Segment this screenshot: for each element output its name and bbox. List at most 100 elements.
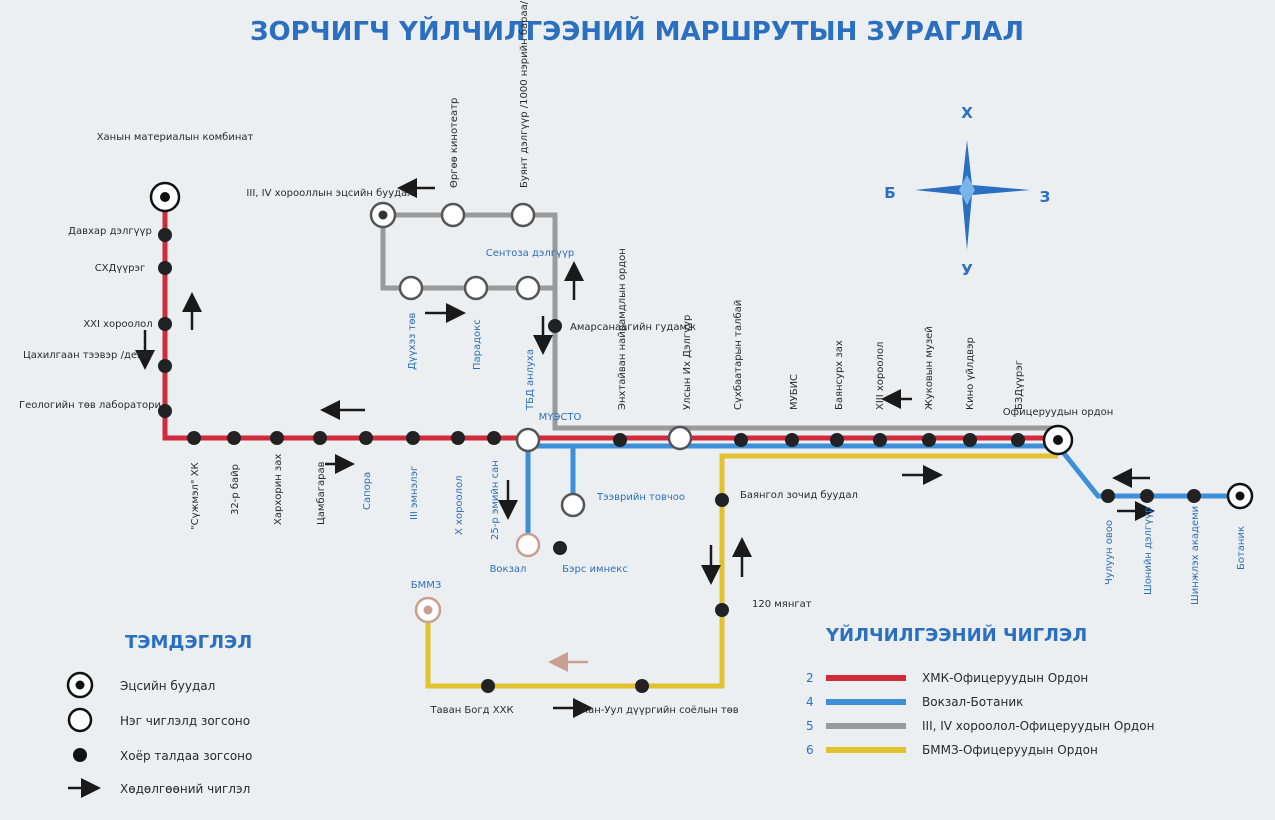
label-sukhbaatar: Сүхбаатарын талбай [733, 300, 744, 410]
compass-south: У [961, 261, 973, 279]
route-5-loop-top [383, 212, 558, 288]
legend-title: ТЭМДЭГЛЭЛ [125, 632, 252, 653]
service-label: ХМК-Офицеруудын Ордон [922, 671, 1088, 685]
label-tbd: ТБД анлуха [525, 349, 536, 411]
label-suzhmel: "Сүжмэл" ХК [190, 462, 201, 530]
label-sapora: Сапора [362, 472, 373, 510]
label-paradox: Парадокс [472, 319, 483, 370]
label-sentoza: Сентоза дэлгүүр [486, 248, 574, 259]
stop-vokzal [515, 532, 541, 558]
stop-khan-uul [635, 679, 649, 693]
service-label: БММЗ-Офицеруудын Ордон [922, 743, 1098, 757]
label-ofitser: Офицеруудын ордон [1003, 407, 1114, 418]
stop-shonyn [1140, 489, 1154, 503]
label-iii-iv: III, IV хорооллын эцсийн буудал [246, 188, 413, 199]
service-number: 2 [806, 671, 814, 685]
stop-tsambagarav [313, 431, 327, 445]
stop-teevriin [560, 492, 586, 518]
route-6-line [425, 453, 1058, 689]
stop-paradox [463, 275, 489, 301]
label-bmmz: БММЗ [411, 580, 442, 591]
compass-north: Х [961, 104, 973, 122]
stop-urgoo [440, 202, 466, 228]
label-amarsanaa: Амарсанаагийн гудамж [570, 322, 696, 333]
route-lines [162, 197, 1240, 689]
label-chuluun: Чулуун овоо [1104, 520, 1115, 585]
stop-bayasgalan [830, 433, 844, 447]
label-xiii: XIII хороолол [875, 342, 886, 410]
stop-geolog [158, 404, 172, 418]
label-iii-emneleg: III эмнэлэг [409, 466, 420, 520]
stop-iii-emneleg [406, 431, 420, 445]
label-kharkhorin: Хархорин зах [273, 454, 284, 525]
label-kino: Кино үйлдвэр [965, 337, 976, 410]
label-khan-uul: Хан-Уул дүүргийн соёлын төв [581, 705, 738, 716]
label-bayangol: Баянгол зочид буудал [740, 490, 858, 501]
compass-west: Б [884, 184, 895, 202]
stop-zhukov [922, 433, 936, 447]
label-shinjleh: Шинжлэх академи [1190, 506, 1201, 605]
one-way-stop-icon [67, 707, 93, 733]
stop-tavan-bogd [481, 679, 495, 693]
stop-ulsyn [667, 425, 693, 451]
label-bzduureg: БЗДүүрэг [1014, 360, 1025, 410]
station-labels: Ханын материалын комбинат Давхар дэлгүүр… [19, 0, 1247, 716]
service-number: 4 [806, 695, 814, 709]
stop-tsakhilgaan [158, 359, 172, 373]
services-title: ҮЙЛЧИЛГЭЭНИЙ ЧИГЛЭЛ [825, 624, 1087, 646]
legend-item-terminal: Эцсийн буудал [120, 679, 215, 693]
label-teevriin: Тээврийн товчоо [596, 492, 685, 503]
terminal-ofitser [1042, 424, 1074, 456]
stop-shinjleh [1187, 489, 1201, 503]
direction-arrows [135, 178, 1155, 718]
services: ҮЙЛЧИЛГЭЭНИЙ ЧИГЛЭЛ 2 ХМК-Офицеруудын Орд… [806, 624, 1154, 757]
label-muesto: МҮЭСТО [539, 412, 582, 423]
route-2-line [162, 197, 1058, 441]
stop-bzduureg [1011, 433, 1025, 447]
legend-item-direction: Хөдөлгөөний чиглэл [120, 782, 250, 796]
route-5-line [380, 215, 1058, 431]
label-xxi: XXI хороолол [83, 319, 152, 330]
stop-sukhbaatar [734, 433, 748, 447]
label-vokzal: Вокзал [490, 564, 527, 575]
label-bayasgalan: Баянсурх зах [834, 340, 845, 410]
label-bers: Бэрс имнекс [562, 564, 628, 575]
label-mubis: МУБИС [789, 374, 800, 410]
stop-bers [553, 541, 567, 555]
stop-mingat120 [715, 603, 729, 617]
stop-davkhar [158, 228, 172, 242]
label-botanik: Ботаник [1236, 526, 1247, 570]
label-enkh: Энхтайван найрамдлын ордон [617, 248, 628, 410]
terminal-bmmz [414, 596, 442, 624]
label-school25: 25-р эмийн сан [490, 460, 501, 540]
two-way-stop-icon [73, 748, 87, 762]
label-bair32: 32-р байр [230, 464, 241, 515]
stop-xiii [873, 433, 887, 447]
label-duuhez: Дүүхэз төв [407, 313, 418, 370]
label-geolog: Геологийн төв лаборатори [19, 400, 161, 411]
terminal-botanik [1226, 482, 1254, 510]
terminal-khmk [149, 181, 181, 213]
legend-item-two-way: Хоёр талдаа зогсоно [120, 749, 252, 763]
label-skhduureg: СХДүүрэг [95, 263, 146, 274]
stop-school25 [487, 431, 501, 445]
label-x-khoroolol: X хороолол [454, 475, 465, 535]
service-number: 6 [806, 743, 814, 757]
stop-skhduureg [158, 261, 172, 275]
stop-enkh [613, 433, 627, 447]
stop-chuluun [1101, 489, 1115, 503]
stop-x-khoroolol [451, 431, 465, 445]
stop-mubis [785, 433, 799, 447]
terminal-iii-iv [369, 201, 397, 229]
stop-sentoza [515, 275, 541, 301]
stop-bayangol [715, 493, 729, 507]
service-number: 5 [806, 719, 814, 733]
stop-bair32 [227, 431, 241, 445]
label-zhukov: Жуковын музей [924, 326, 935, 410]
terminal-stop-icon [66, 671, 94, 699]
stop-duuhez [398, 275, 424, 301]
stop-kino [963, 433, 977, 447]
label-urgoo: Өргөө кинотеатр [449, 98, 460, 188]
